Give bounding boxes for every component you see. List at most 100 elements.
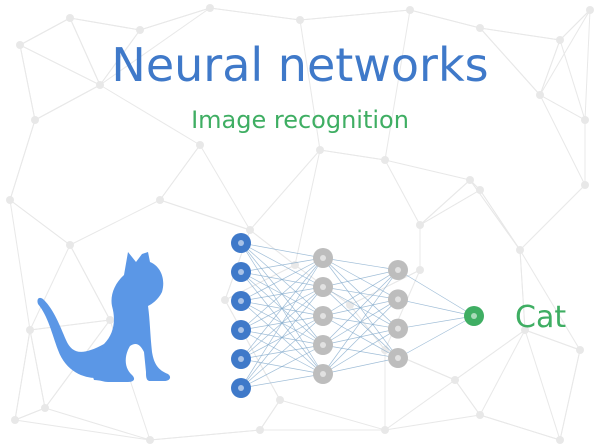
mesh-edge	[44, 407, 151, 441]
mesh-edge	[259, 399, 281, 431]
mesh-node	[416, 221, 424, 229]
mesh-node	[146, 436, 154, 444]
mesh-edge	[384, 9, 411, 161]
network-connections	[240, 242, 475, 389]
mesh-edge	[159, 144, 201, 201]
network-connection	[240, 373, 324, 389]
mesh-node	[586, 6, 594, 14]
mesh-edge	[14, 419, 151, 441]
mesh-edge	[419, 189, 481, 226]
mesh-edge	[159, 199, 251, 231]
network-connection	[240, 315, 324, 389]
mesh-node	[106, 316, 114, 324]
input-node	[231, 262, 251, 282]
mesh-edge	[199, 144, 251, 231]
mesh-node	[316, 146, 324, 154]
network-connection	[240, 344, 324, 389]
network-connection	[397, 315, 475, 330]
network-connection	[322, 257, 399, 271]
mesh-edge	[9, 199, 31, 331]
mesh-node	[96, 81, 104, 89]
mesh-node	[6, 196, 14, 204]
mesh-edge	[29, 319, 111, 331]
hidden-node	[388, 348, 408, 368]
mesh-edge	[249, 149, 321, 231]
mesh-edge	[519, 249, 526, 331]
mesh-edge	[149, 429, 261, 441]
mesh-node	[246, 226, 254, 234]
mesh-edge	[584, 9, 591, 121]
mesh-edge	[384, 269, 421, 351]
hidden-node	[388, 289, 408, 310]
output-node	[464, 306, 484, 326]
network-connection	[322, 269, 399, 346]
mesh-edge	[29, 244, 71, 331]
input-node	[231, 378, 251, 398]
mesh-edge	[479, 329, 526, 416]
network-connection	[240, 257, 324, 302]
mesh-edge	[69, 17, 141, 31]
mesh-edge	[479, 27, 541, 96]
network-connection	[322, 357, 399, 375]
mesh-edge	[299, 9, 411, 21]
mesh-node	[16, 41, 24, 49]
mesh-edge	[9, 199, 71, 246]
network-connection	[322, 269, 399, 317]
page-title: Neural networks	[111, 38, 489, 92]
mesh-node	[381, 156, 389, 164]
hidden-node	[313, 306, 333, 326]
network-connection	[240, 257, 324, 389]
network-nodes	[231, 233, 484, 398]
mesh-node	[581, 181, 589, 189]
network-connection	[240, 257, 324, 331]
mesh-edge	[539, 9, 591, 96]
mesh-node	[451, 376, 459, 384]
mesh-edge	[279, 399, 386, 431]
mesh-node	[556, 36, 564, 44]
input-node	[231, 291, 251, 311]
input-node	[231, 233, 251, 253]
mesh-edge	[299, 19, 321, 151]
network-connection	[240, 257, 324, 360]
mesh-node	[66, 14, 74, 22]
mesh-edge	[69, 244, 111, 321]
mesh-node	[576, 346, 584, 354]
mesh-edge	[384, 159, 471, 181]
mesh-node	[156, 196, 164, 204]
mesh-edge	[294, 149, 321, 266]
network-connection	[240, 242, 324, 259]
mesh-node	[556, 436, 564, 444]
mesh-edge	[14, 329, 31, 421]
network-connection	[240, 257, 324, 273]
mesh-node	[11, 416, 19, 424]
mesh-edge	[249, 229, 296, 266]
mesh-edge	[519, 184, 586, 251]
mesh-edge	[19, 17, 71, 46]
mesh-edge	[409, 9, 481, 29]
mesh-edge	[539, 94, 586, 186]
mesh-edge	[14, 407, 46, 421]
network-connection	[322, 269, 399, 375]
mesh-node	[521, 326, 529, 334]
mesh-edge	[99, 7, 211, 86]
mesh-node	[516, 246, 524, 254]
mesh-node	[206, 4, 214, 12]
mesh-node	[221, 296, 229, 304]
mesh-node	[41, 404, 49, 412]
mesh-node	[381, 426, 389, 434]
mesh-edge	[224, 299, 281, 401]
mesh-edge	[454, 329, 526, 381]
mesh-node	[466, 176, 474, 184]
output-label: Cat	[515, 300, 567, 335]
mesh-edge	[139, 7, 211, 31]
network-connection	[397, 269, 475, 317]
mesh-edge	[69, 17, 101, 86]
mesh-node	[31, 116, 39, 124]
mesh-node	[536, 91, 544, 99]
hidden-node	[388, 318, 408, 339]
mesh-edge	[454, 379, 481, 416]
mesh-edge	[9, 119, 36, 201]
mesh-node	[476, 24, 484, 32]
